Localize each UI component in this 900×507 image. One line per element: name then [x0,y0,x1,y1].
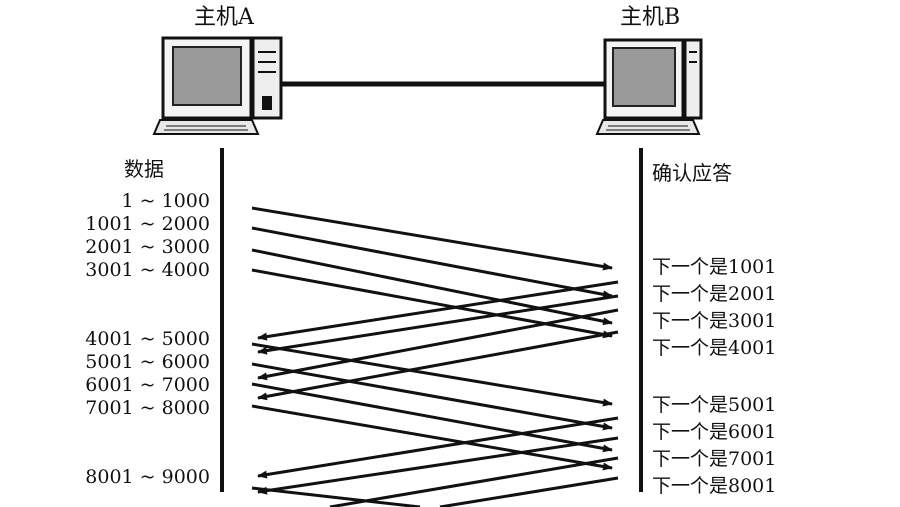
ack-label: 下一个是3001 [652,310,777,332]
data-segment-label: 5001 ~ 6000 [85,351,210,373]
data-segment-label: 8001 ~ 9000 [85,466,210,488]
host-a-label: 主机A [194,5,254,30]
ack-arrow [329,456,619,507]
ack-arrow [257,294,619,355]
data-segment-label: 7001 ~ 8000 [85,397,210,419]
ack-arrow [257,330,619,401]
host-a-computer-icon [152,36,283,135]
ack-label: 下一个是7001 [652,448,777,470]
ack-label: 下一个是5001 [652,394,777,416]
ack-arrows [257,280,619,507]
data-segment-label: 2001 ~ 3000 [85,236,210,258]
data-segment-label: 1001 ~ 2000 [85,213,210,235]
data-arrow [251,268,613,339]
ack-arrow [257,436,619,495]
data-segment-label: 3001 ~ 4000 [85,259,210,281]
data-segment-label: 4001 ~ 5000 [85,328,210,350]
data-arrow [251,226,613,299]
ack-column-header: 确认应答 [652,161,732,185]
ack-label: 下一个是1001 [652,256,777,278]
host-b-computer-icon [595,38,703,135]
ack-arrow [257,280,619,341]
data-arrow [251,248,613,326]
ack-arrow [257,416,619,479]
ack-label: 下一个是8001 [652,475,777,497]
ack-label: 下一个是4001 [652,337,777,359]
data-arrow [251,362,613,431]
data-arrows [251,206,613,507]
ack-arrow [439,476,619,507]
ack-label: 下一个是6001 [652,421,777,443]
data-arrow [251,382,613,453]
data-arrow [251,404,613,471]
data-arrow [251,486,421,507]
host-b-label: 主机B [620,5,681,30]
ack-arrow [257,308,619,381]
data-column-header: 数据 [124,157,164,181]
ack-label: 下一个是2001 [652,283,777,305]
data-arrow [251,342,613,407]
data-arrow [251,206,613,271]
data-segment-label: 6001 ~ 7000 [85,374,210,396]
data-segment-label: 1 ~ 1000 [121,190,210,212]
